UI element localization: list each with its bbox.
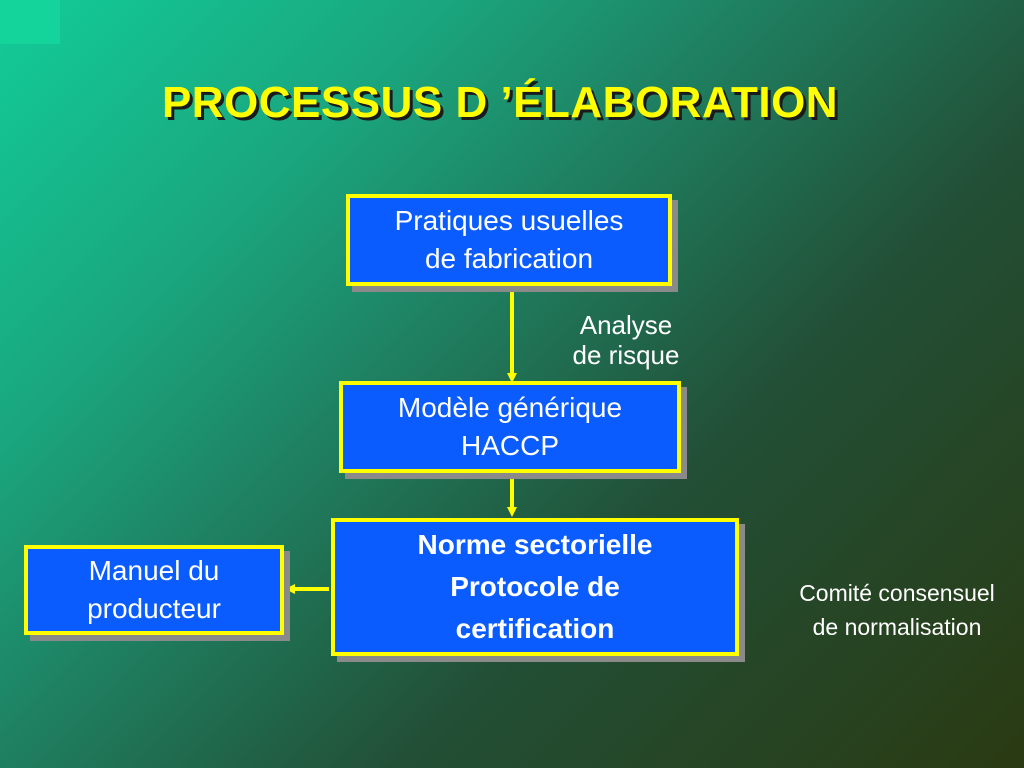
node-pratiques-line2: de fabrication	[424, 243, 594, 274]
node-manuel-line2: producteur	[87, 593, 221, 624]
label-comite-consensuel: Comité consensuel de normalisation	[770, 576, 1024, 644]
edge-label-analyse-de-risque: Analyse de risque	[550, 310, 702, 370]
node-norme-line1: Norme sectorielle	[417, 529, 653, 560]
corner-accent	[0, 0, 60, 44]
node-manuel-line1: Manuel du	[88, 555, 220, 586]
slide-title: PROCESSUS D ’ÉLABORATION	[161, 78, 839, 127]
node-modele-line2: HACCP	[460, 430, 559, 461]
comite-line1: Comité consensuel	[799, 580, 995, 606]
node-norme-line3: certification	[455, 613, 615, 644]
analyse-line2: de risque	[572, 340, 680, 370]
node-modele-generique-haccp: Modèle générique HACCP	[339, 381, 681, 473]
node-modele-line1: Modèle générique	[397, 392, 623, 423]
node-norme-sectorielle: Norme sectorielle Protocole de certifica…	[331, 518, 739, 656]
node-pratiques-line1: Pratiques usuelles	[394, 205, 624, 236]
node-pratiques-usuelles: Pratiques usuelles de fabrication	[346, 194, 672, 286]
node-manuel-du-producteur: Manuel du producteur	[24, 545, 284, 635]
analyse-line1: Analyse	[579, 310, 673, 340]
comite-line2: de normalisation	[812, 614, 982, 640]
node-norme-line2: Protocole de	[450, 571, 620, 602]
